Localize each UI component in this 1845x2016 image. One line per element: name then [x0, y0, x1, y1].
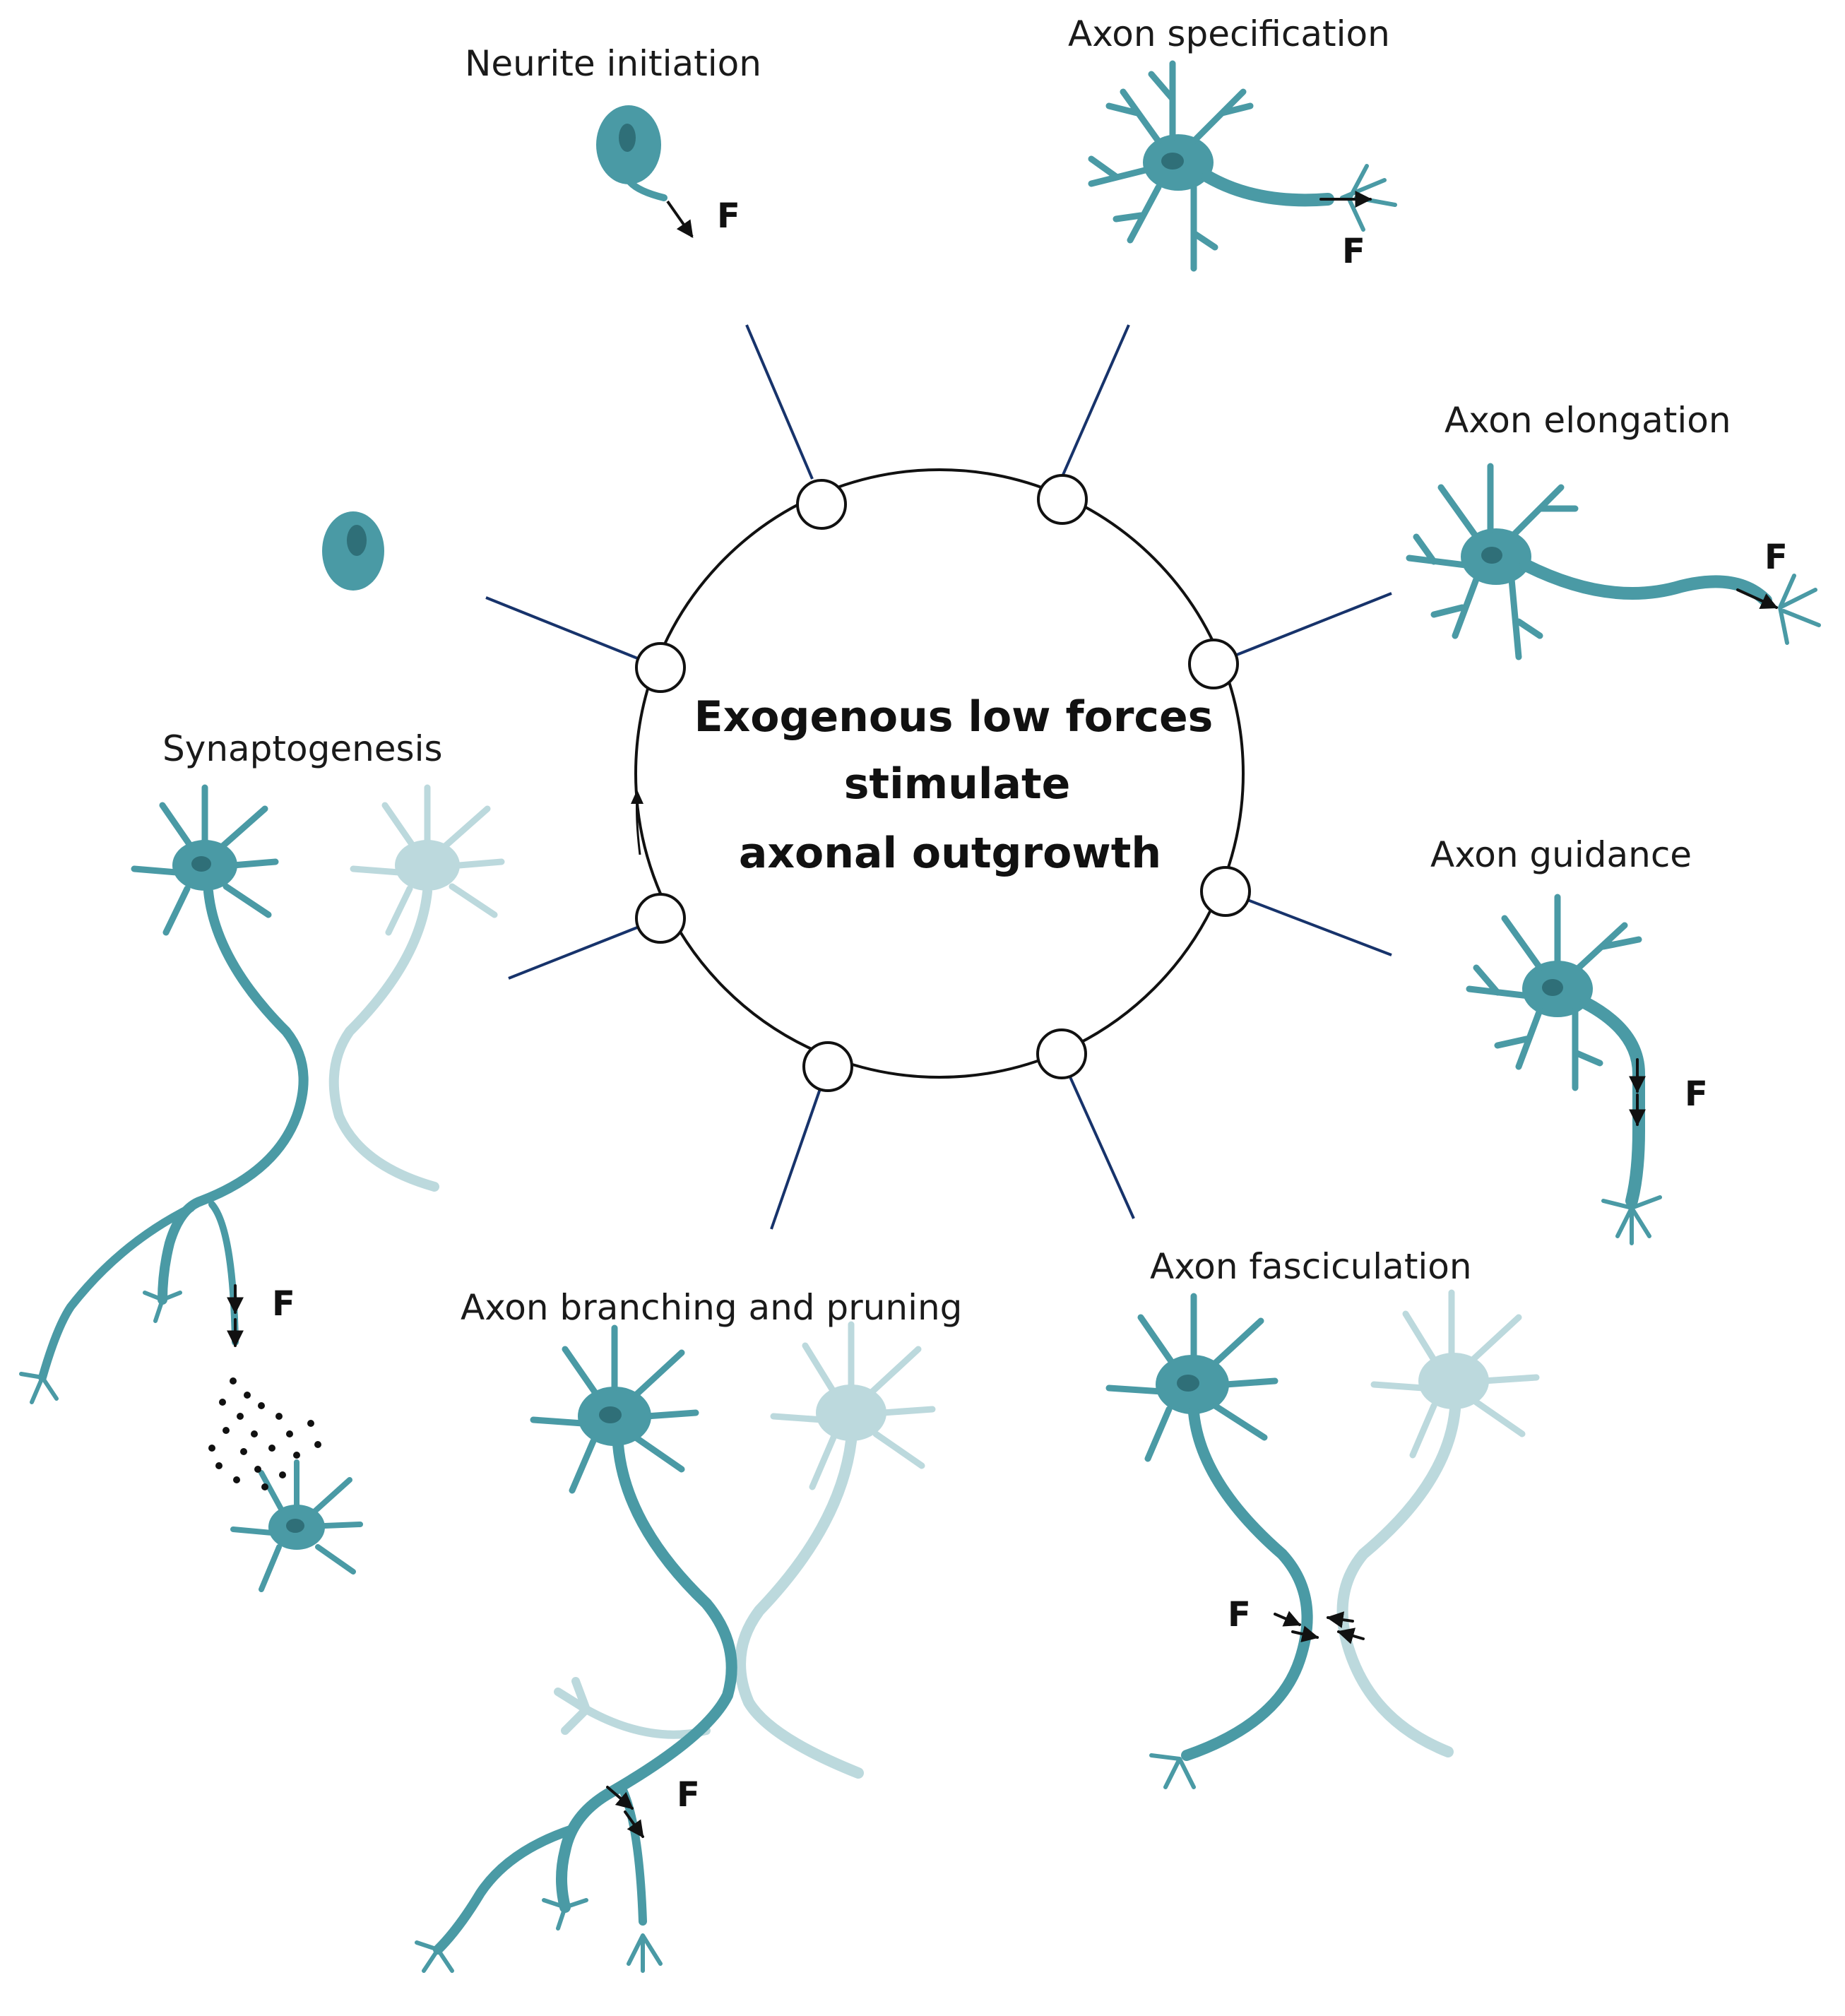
spoke-axon-guidance	[1225, 890, 1392, 956]
spoke-axon-specification	[1062, 324, 1130, 475]
center-title-line-1: Exogenous low forces	[694, 692, 1214, 742]
label-axon-guidance: Axon guidance	[1430, 834, 1692, 875]
neuron-synaptogenesis: F	[19, 784, 505, 1592]
spoke-axon-branching	[770, 1066, 829, 1230]
spoke-neurite-initiation	[745, 324, 814, 480]
label-axon-branching-pruning: Axon branching and pruning	[461, 1287, 962, 1328]
spoke-axon-elongation	[1213, 592, 1392, 665]
force-label-synaptogenesis: F	[272, 1284, 295, 1324]
node-axon-specification	[1037, 474, 1088, 525]
neuron-undifferentiated-cell	[322, 511, 384, 591]
neuron-axon-branching: F	[415, 1321, 936, 1973]
label-axon-specification: Axon specification	[1068, 13, 1390, 54]
spoke-start	[485, 596, 661, 669]
spoke-synaptogenesis	[508, 917, 661, 980]
neurotransmitter-particles	[208, 1377, 321, 1490]
label-axon-elongation: Axon elongation	[1444, 400, 1731, 441]
neuron-axon-guidance: F	[1466, 894, 1708, 1245]
label-axon-fasciculation: Axon fasciculation	[1150, 1246, 1472, 1287]
node-start	[635, 642, 686, 693]
force-label-guidance: F	[1685, 1074, 1708, 1114]
cycle-ring	[634, 468, 1245, 1079]
force-label-specification: F	[1342, 232, 1365, 271]
force-label-initiation: F	[717, 196, 740, 236]
neuron-axon-elongation: F	[1406, 463, 1821, 660]
cycle-nodes	[635, 474, 1251, 1092]
node-axon-guidance	[1200, 866, 1251, 917]
label-synaptogenesis: Synaptogenesis	[162, 728, 443, 769]
node-axon-elongation	[1188, 639, 1239, 689]
node-axon-fasciculation	[1036, 1028, 1087, 1079]
center-title-line-3: axonal outgrowth	[739, 829, 1161, 878]
neuron-axon-fasciculation: F	[1105, 1289, 1540, 1789]
node-axon-branching	[802, 1041, 853, 1092]
node-neurite-initiation	[796, 479, 847, 530]
cycle-spokes	[485, 324, 1392, 1230]
node-synaptogenesis	[635, 893, 686, 944]
spoke-axon-fasciculation	[1060, 1057, 1135, 1219]
force-label-fasciculation: F	[1228, 1595, 1251, 1635]
neuron-neurite-initiation: F	[596, 105, 740, 238]
label-neurite-initiation: Neurite initiation	[465, 43, 761, 84]
center-title-line-2: stimulate	[844, 759, 1071, 809]
cycle-arrowhead	[631, 790, 643, 804]
force-label-branching: F	[677, 1775, 700, 1815]
force-label-elongation: F	[1764, 538, 1788, 577]
neuron-axon-specification: F	[1088, 60, 1397, 272]
